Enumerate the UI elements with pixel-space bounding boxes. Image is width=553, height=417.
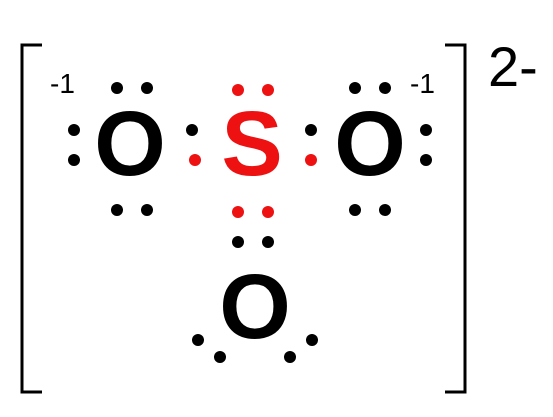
electron-dots-sulfur xyxy=(189,84,317,218)
electron-dot xyxy=(420,124,432,136)
electron-dot xyxy=(141,204,153,216)
electron-dot xyxy=(284,351,296,363)
electron-dot xyxy=(68,124,80,136)
electron-dot xyxy=(186,124,198,136)
atom-oxygen-left: O xyxy=(94,93,166,195)
electron-dots-right-oxygen xyxy=(305,82,432,216)
electron-dots-left-oxygen xyxy=(68,82,198,216)
electron-dot xyxy=(420,154,432,166)
electron-dot xyxy=(68,154,80,166)
electron-dot xyxy=(192,334,204,346)
right-bracket xyxy=(445,43,467,394)
electron-dot xyxy=(214,351,226,363)
electron-dot xyxy=(111,82,123,94)
electron-dot xyxy=(189,154,201,166)
electron-dot xyxy=(262,236,274,248)
electron-dot xyxy=(306,334,318,346)
atom-sulfur: S xyxy=(221,93,282,195)
electron-dot xyxy=(262,206,274,218)
electron-dot xyxy=(232,84,244,96)
electron-dot xyxy=(305,154,317,166)
electron-dot xyxy=(141,82,153,94)
electron-dot xyxy=(232,206,244,218)
formal-charge-right-oxygen: -1 xyxy=(410,68,435,99)
left-bracket xyxy=(20,43,42,394)
electron-dot xyxy=(379,82,391,94)
electron-dot xyxy=(262,84,274,96)
formal-charge-left-oxygen: -1 xyxy=(50,68,75,99)
electron-dot xyxy=(349,82,361,94)
atom-oxygen-right: O xyxy=(334,93,406,195)
electron-dot xyxy=(379,204,391,216)
electron-dot xyxy=(232,236,244,248)
ion-charge: 2- xyxy=(488,35,538,98)
electron-dot xyxy=(349,204,361,216)
atom-oxygen-bottom: O xyxy=(219,256,291,358)
electron-dot xyxy=(305,124,317,136)
electron-dots-bottom-oxygen xyxy=(192,236,318,363)
electron-dot xyxy=(111,204,123,216)
